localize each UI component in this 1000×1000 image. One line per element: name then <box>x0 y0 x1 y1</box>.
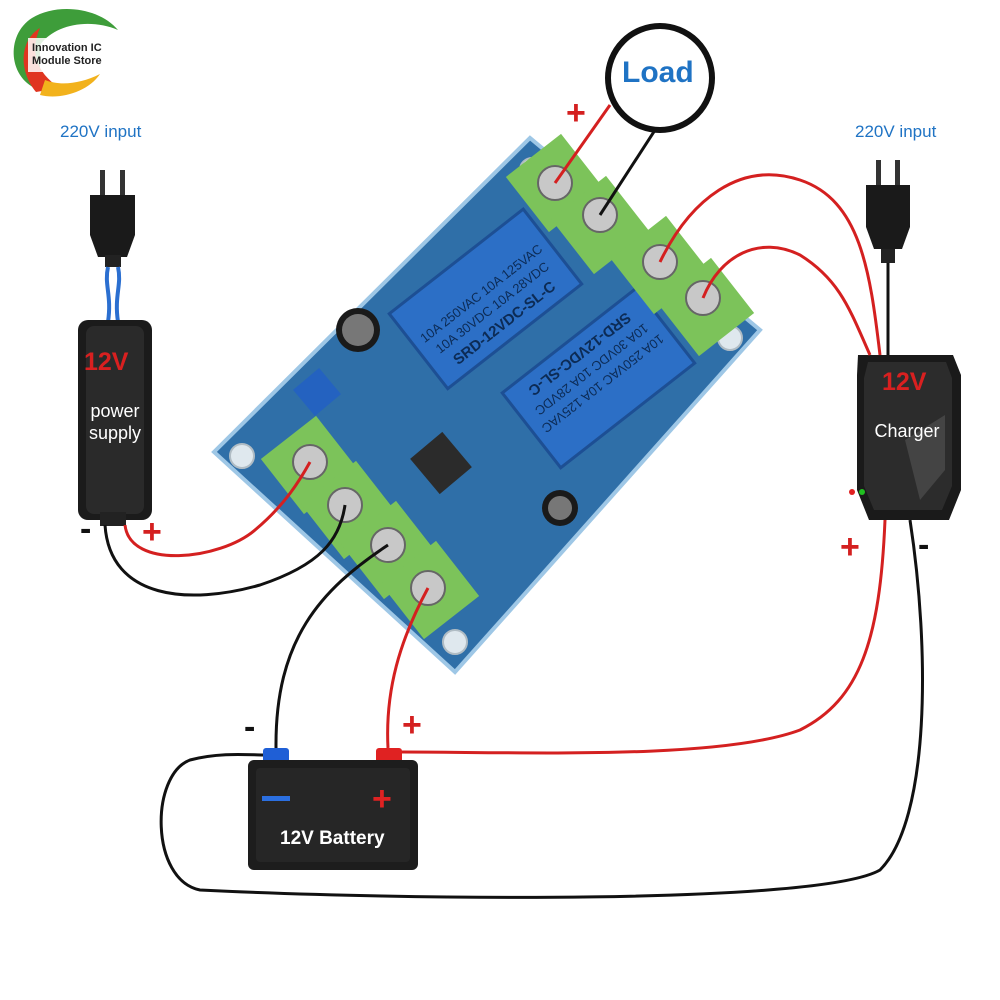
battery-wire-minus: - <box>244 708 256 746</box>
power-supply-voltage: 12V <box>84 348 129 376</box>
right-plug-icon <box>866 160 910 300</box>
battery-name: 12V Battery <box>280 828 385 849</box>
power-supply-line2: supply <box>88 423 142 443</box>
left-plug-icon <box>90 170 135 323</box>
wires <box>103 104 924 899</box>
charger-voltage: 12V <box>882 368 927 396</box>
charger-box <box>849 355 961 520</box>
logo-text: Innovation IC Module Store <box>32 42 102 68</box>
charger-minus: - <box>918 526 930 564</box>
right-mains-label: 220V input <box>855 122 937 141</box>
battery-box <box>248 748 418 870</box>
charger-name: Charger <box>874 421 940 441</box>
logo-line2: Module Store <box>32 55 102 67</box>
terminal-block-top <box>505 133 755 357</box>
battery-terminal-plus: + <box>372 780 392 818</box>
store-logo <box>13 8 124 97</box>
battery-wire-plus: + <box>402 706 422 744</box>
power-supply-minus: - <box>80 510 92 548</box>
load-plus: + <box>566 94 586 132</box>
power-supply-name: power supply <box>80 400 150 444</box>
terminal-block-bottom <box>260 415 480 640</box>
power-supply-line1: power <box>90 401 140 421</box>
pcb-board <box>211 135 763 675</box>
left-mains-label: 220V input <box>60 122 142 141</box>
logo-line1: Innovation IC <box>32 42 102 54</box>
power-supply-box <box>78 320 152 526</box>
charger-plus: + <box>840 528 860 566</box>
power-supply-plus: + <box>142 513 162 551</box>
load-label: Load <box>622 56 694 89</box>
load-circle <box>605 23 715 133</box>
